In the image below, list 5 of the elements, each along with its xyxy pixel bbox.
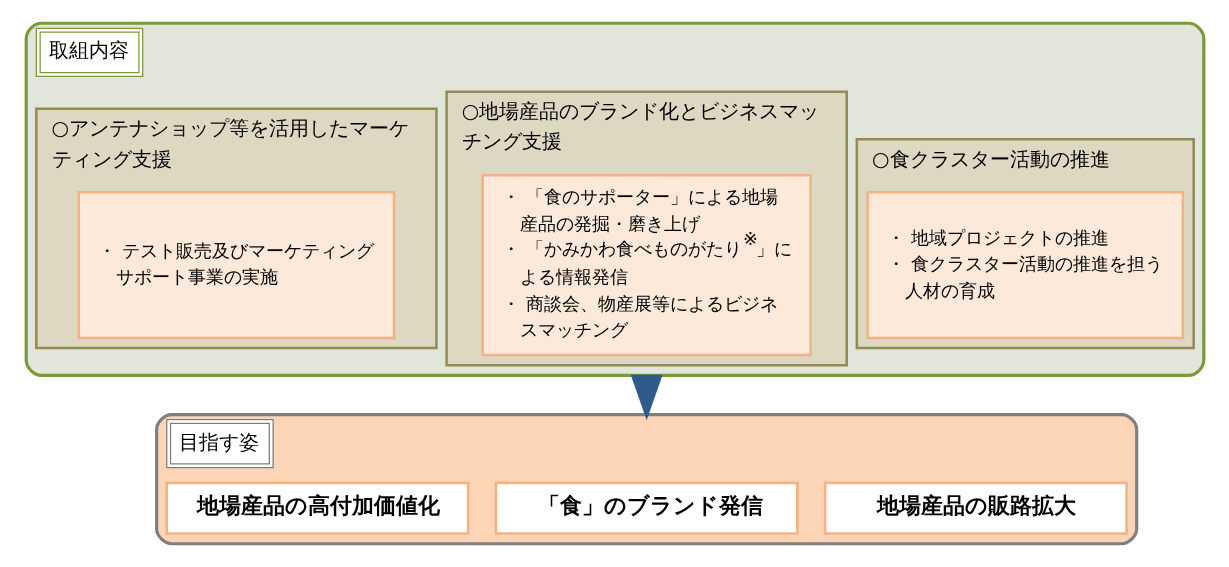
node-box: 「食」のブランド発信 <box>494 481 799 535</box>
node-box: 地場産品の販路拡大 <box>823 481 1128 535</box>
node-box: ・ 地域プロジェクトの推進 ・ 食クラスター活動の推進を担う人材の育成 <box>865 191 1184 340</box>
node-box: ・ テスト販売及びマーケティングサポート事業の実施 <box>76 191 395 340</box>
node-box: 地場産品の高付加価値化 <box>165 481 469 535</box>
